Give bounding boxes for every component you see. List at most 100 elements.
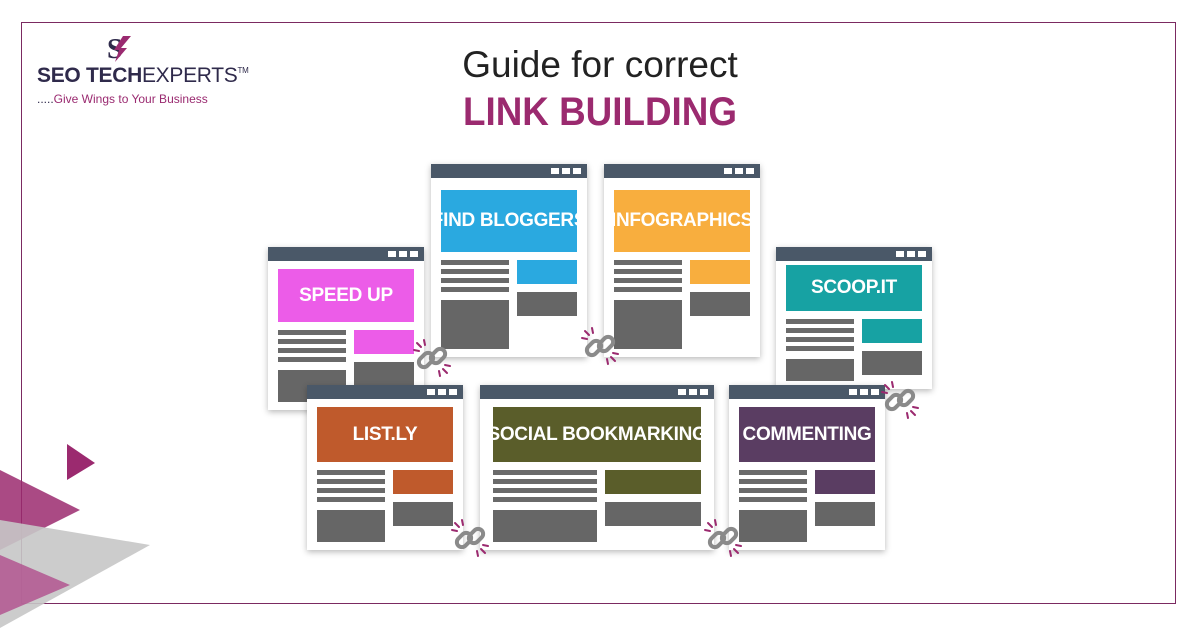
window-control-dot bbox=[689, 389, 697, 395]
brand-name-part1: SEO TECH bbox=[37, 64, 142, 87]
placeholder-text-line bbox=[278, 357, 346, 362]
brand-tagline: .....Give Wings to Your Business bbox=[37, 92, 208, 106]
placeholder-image-block bbox=[393, 502, 453, 526]
accent-block bbox=[815, 470, 875, 494]
placeholder-text-line bbox=[278, 330, 346, 335]
browser-window-card[interactable]: LIST.LY bbox=[307, 385, 463, 550]
brand-logo[interactable]: S SEO TECHEXPERTSTM .....Give Wings to Y… bbox=[37, 34, 249, 114]
window-control-dot bbox=[849, 389, 857, 395]
placeholder-text-line bbox=[441, 260, 509, 265]
placeholder-text-line bbox=[441, 269, 509, 274]
window-control-dot bbox=[399, 251, 407, 257]
accent-block bbox=[690, 260, 750, 284]
placeholder-image-block bbox=[862, 351, 922, 375]
page-title: Guide for correct bbox=[462, 44, 738, 85]
placeholder-image-block bbox=[317, 510, 385, 542]
brand-name: SEO TECHEXPERTSTM bbox=[37, 64, 249, 88]
placeholder-text-line bbox=[614, 269, 682, 274]
window-controls bbox=[849, 389, 879, 395]
chain-link-icon bbox=[704, 519, 742, 557]
window-control-dot bbox=[871, 389, 879, 395]
window-control-dot bbox=[410, 251, 418, 257]
placeholder-text-line bbox=[317, 488, 385, 493]
window-controls bbox=[427, 389, 457, 395]
trademark: TM bbox=[237, 66, 249, 75]
placeholder-text-line bbox=[493, 497, 597, 502]
placeholder-text-line bbox=[317, 470, 385, 475]
placeholder-image-block bbox=[614, 300, 682, 349]
placeholder-image-block bbox=[354, 362, 414, 386]
placeholder-text-line bbox=[786, 337, 854, 342]
placeholder-image-block bbox=[517, 292, 577, 316]
placeholder-text-line bbox=[786, 328, 854, 333]
page-subtitle: LINK BUILDING bbox=[463, 90, 737, 134]
placeholder-image-block bbox=[605, 502, 701, 526]
window-control-dot bbox=[562, 168, 570, 174]
placeholder-text-line bbox=[739, 488, 807, 493]
card-banner: FIND BLOGGERS bbox=[432, 190, 587, 252]
window-controls bbox=[551, 168, 581, 174]
brand-name-part2: EXPERTS bbox=[141, 64, 238, 87]
chain-link-icon bbox=[451, 519, 489, 557]
window-controls bbox=[896, 251, 926, 257]
window-control-dot bbox=[907, 251, 915, 257]
window-title-bar bbox=[480, 385, 714, 399]
window-title-bar bbox=[776, 247, 932, 261]
window-control-dot bbox=[896, 251, 904, 257]
placeholder-text-line bbox=[739, 479, 807, 484]
browser-window-card[interactable]: SOCIAL BOOKMARKING bbox=[480, 385, 714, 550]
window-controls bbox=[724, 168, 754, 174]
page-frame bbox=[21, 22, 1176, 604]
window-title-bar bbox=[729, 385, 885, 399]
placeholder-image-block bbox=[690, 292, 750, 316]
window-controls bbox=[388, 251, 418, 257]
window-control-dot bbox=[700, 389, 708, 395]
browser-window-card[interactable]: COMMENTING bbox=[729, 385, 885, 550]
tagline-dots: ..... bbox=[37, 92, 54, 106]
placeholder-text-line bbox=[441, 278, 509, 283]
placeholder-text-line bbox=[786, 346, 854, 351]
window-control-dot bbox=[438, 389, 446, 395]
card-banner: LIST.LY bbox=[317, 407, 453, 462]
browser-window-card[interactable]: SPEED UP bbox=[268, 247, 424, 410]
accent-block bbox=[517, 260, 577, 284]
placeholder-image-block bbox=[786, 359, 854, 381]
placeholder-image-block bbox=[815, 502, 875, 526]
logo-mark-icon: S bbox=[107, 34, 131, 64]
chain-link-icon bbox=[413, 339, 451, 377]
window-control-dot bbox=[678, 389, 686, 395]
chain-link-icon bbox=[881, 381, 919, 419]
tagline-text: Give Wings to Your Business bbox=[53, 92, 208, 106]
window-title-bar bbox=[268, 247, 424, 261]
placeholder-image-block bbox=[739, 510, 807, 542]
window-title-bar bbox=[307, 385, 463, 399]
browser-window-card[interactable]: FIND BLOGGERS bbox=[431, 164, 587, 357]
placeholder-text-line bbox=[739, 497, 807, 502]
window-control-dot bbox=[573, 168, 581, 174]
placeholder-text-line bbox=[493, 479, 597, 484]
placeholder-text-line bbox=[614, 278, 682, 283]
browser-window-card[interactable]: INFOGRAPHICS bbox=[604, 164, 760, 357]
placeholder-text-line bbox=[493, 488, 597, 493]
window-title-bar bbox=[604, 164, 760, 178]
window-control-dot bbox=[427, 389, 435, 395]
window-control-dot bbox=[735, 168, 743, 174]
placeholder-text-line bbox=[278, 339, 346, 344]
accent-block bbox=[354, 330, 414, 354]
window-control-dot bbox=[746, 168, 754, 174]
placeholder-text-line bbox=[317, 479, 385, 484]
placeholder-text-line bbox=[739, 470, 807, 475]
window-control-dot bbox=[551, 168, 559, 174]
window-controls bbox=[678, 389, 708, 395]
placeholder-text-line bbox=[441, 287, 509, 292]
placeholder-text-line bbox=[278, 348, 346, 353]
accent-block bbox=[393, 470, 453, 494]
window-control-dot bbox=[860, 389, 868, 395]
placeholder-text-line bbox=[317, 497, 385, 502]
window-control-dot bbox=[918, 251, 926, 257]
browser-window-card[interactable]: SCOOP.IT bbox=[776, 247, 932, 389]
card-banner: SOCIAL BOOKMARKING bbox=[487, 407, 707, 462]
accent-block bbox=[605, 470, 701, 494]
window-title-bar bbox=[431, 164, 587, 178]
placeholder-text-line bbox=[614, 260, 682, 265]
